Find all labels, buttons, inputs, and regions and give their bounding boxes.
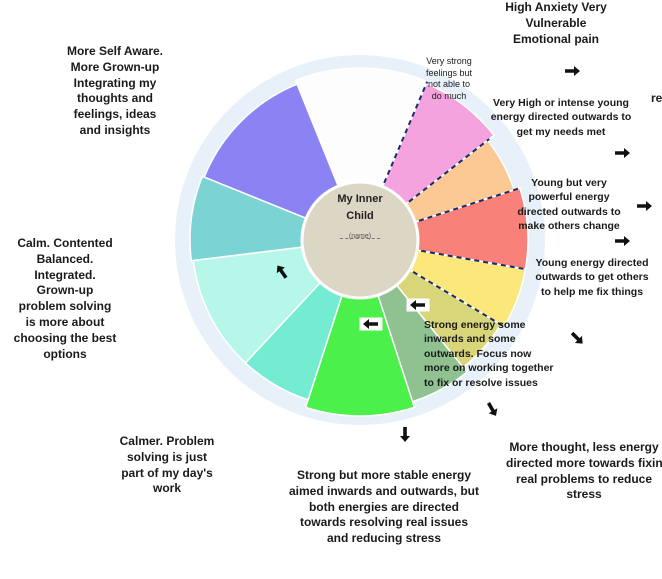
label-self-aware: More Self Aware. More Grown-up Integrati… [66,44,164,138]
label-very-strong-feelings: Very strong feelings but not able to do … [425,56,473,102]
label-calmer: Calmer. Problem solving is just part of … [119,434,215,496]
inner-child-hub [300,180,420,300]
arrow-left-icon [406,298,430,312]
direction-arrows [276,66,652,442]
label-strong-energy: Strong energy some inwards and some outw… [424,319,554,389]
label-stable-energy: Strong but more stable energy aimed inwa… [288,468,480,546]
label-young-energy: Young energy directed outwards to get ot… [535,257,649,298]
arrow-left-icon [359,317,383,331]
segment-very-strong-feelings [294,67,429,242]
arrow-down-icon [400,427,410,442]
label-very-high-energy: Very High or intense young energy direct… [490,97,632,138]
arrow-right-icon [615,148,630,158]
dashed-divider [383,81,429,184]
arrow-right-icon [565,66,580,76]
arrow-right-icon [637,201,652,211]
hub-name-line [340,238,380,239]
segment-dividers [383,81,528,327]
dashed-divider [408,138,490,203]
label-high-anxiety: High Anxiety Very Vulnerable Emotional p… [505,0,607,46]
hub-title: My Inner Child [337,193,383,223]
arrow-up-left-icon [276,265,288,279]
hub-name-note: (name) [348,233,372,240]
label-young-powerful-energy: Young but very powerful energy directed … [517,177,621,233]
arrow-down-right-icon [570,331,583,344]
arrow-right-icon [615,236,630,246]
arrow-down-right-icon [486,402,498,416]
label-cut-fragment: re [651,91,662,105]
label-more-thought: More thought, less energy directed more … [506,440,662,502]
label-calm-contented: Calm. Contented Balanced. Integrated. Gr… [13,236,117,361]
